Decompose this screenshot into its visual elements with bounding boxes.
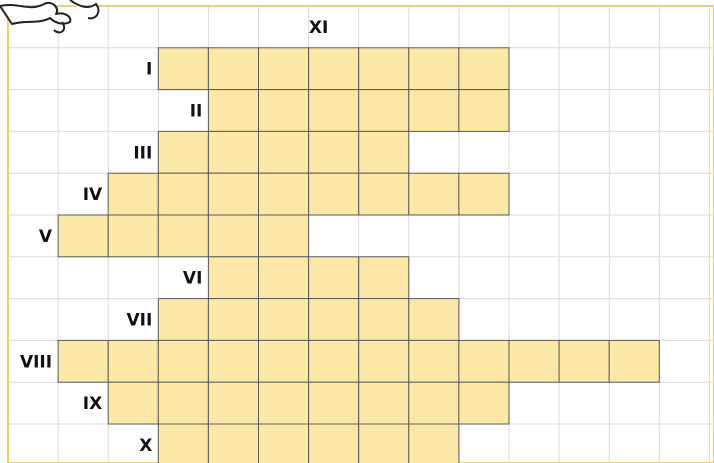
shaded-cell <box>158 382 208 424</box>
row-label: I <box>146 60 152 80</box>
shaded-cell <box>208 131 258 173</box>
shaded-cell <box>108 215 158 257</box>
column-label-xi: XI <box>309 18 328 38</box>
shaded-cell <box>309 131 359 173</box>
row-label: IV <box>83 185 103 205</box>
shaded-cell <box>158 173 208 215</box>
shaded-cell <box>359 424 409 463</box>
shaded-cell <box>309 382 359 424</box>
shaded-cell <box>259 299 309 341</box>
shaded-cell <box>108 340 158 382</box>
shaded-cell <box>259 48 309 90</box>
row-label: VII <box>126 311 152 331</box>
shaded-cell <box>259 215 309 257</box>
shaded-cell <box>359 90 409 132</box>
shaded-cell <box>409 424 459 463</box>
shaded-cell <box>158 340 208 382</box>
shaded-cell <box>309 48 359 90</box>
shaded-cell <box>509 340 559 382</box>
rabbit-legs-icon <box>0 0 98 32</box>
shaded-cell <box>158 424 208 463</box>
shaded-cell <box>409 90 459 132</box>
shaded-cell <box>359 382 409 424</box>
row-label: II <box>190 102 203 122</box>
shaded-cell <box>359 48 409 90</box>
shaded-cell <box>158 48 208 90</box>
shaded-cell <box>259 131 309 173</box>
shaded-cell <box>58 340 108 382</box>
shaded-cell <box>309 424 359 463</box>
shaded-cell <box>208 173 258 215</box>
shaded-cell <box>459 173 509 215</box>
shaded-cell <box>359 257 409 299</box>
shaded-cell <box>208 90 258 132</box>
shaded-cell <box>259 173 309 215</box>
shaded-cell <box>259 424 309 463</box>
shaded-cell <box>359 131 409 173</box>
shaded-cell <box>309 90 359 132</box>
shaded-cell <box>559 340 609 382</box>
shaded-cell <box>259 340 309 382</box>
shaded-cell <box>108 173 158 215</box>
row-label: VIII <box>20 352 52 372</box>
row-label: X <box>139 436 152 456</box>
row-label: IX <box>83 394 102 414</box>
shaded-cell <box>158 299 208 341</box>
shaded-cell <box>359 299 409 341</box>
shaded-cell <box>259 257 309 299</box>
shaded-cell <box>409 299 459 341</box>
row-label: V <box>39 227 53 247</box>
shaded-cell <box>409 340 459 382</box>
shaded-cell <box>208 215 258 257</box>
shaded-cell <box>208 257 258 299</box>
shaded-cell <box>409 173 459 215</box>
shaded-cell <box>459 48 509 90</box>
shaded-cell <box>259 90 309 132</box>
shaded-cell <box>309 173 359 215</box>
shaded-cell <box>208 340 258 382</box>
shaded-cell <box>359 340 409 382</box>
shaded-cell <box>158 131 208 173</box>
shaded-cell <box>208 48 258 90</box>
shaded-cell <box>108 382 158 424</box>
shaded-cell <box>158 215 208 257</box>
shaded-cell <box>409 382 459 424</box>
shaded-cell <box>409 48 459 90</box>
shaded-cell <box>309 299 359 341</box>
shaded-cell <box>459 382 509 424</box>
shaded-cell <box>208 299 258 341</box>
shaded-cell <box>359 173 409 215</box>
shaded-cell <box>208 382 258 424</box>
shaded-cell <box>259 382 309 424</box>
shaded-cell <box>309 257 359 299</box>
shaded-cell <box>208 424 258 463</box>
shaded-cell <box>309 340 359 382</box>
row-label: III <box>133 143 152 163</box>
shaded-cell <box>459 90 509 132</box>
shaded-cell <box>459 340 509 382</box>
shaded-cell <box>58 215 108 257</box>
shaded-cell <box>609 340 659 382</box>
row-label: VI <box>183 269 202 289</box>
